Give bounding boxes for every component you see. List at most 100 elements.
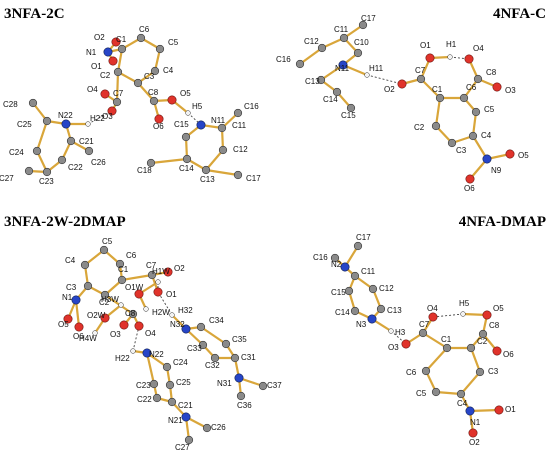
p1-atom-c13 [201,165,211,175]
p1-atom-c7 [112,97,122,107]
p2-atom-c13 [316,75,326,85]
p3-atom-c6 [115,259,125,269]
p3-atom-label-c6: C6 [126,251,137,260]
p3-atom-h3w [118,302,124,308]
p3-atom-label-c24: C24 [173,358,188,367]
p3-atom-c24 [162,362,172,372]
p3-atom-n22 [142,348,152,358]
p3-atom-c5 [99,245,109,255]
p3-atom-o5 [63,314,73,324]
p4-atom-c6 [421,366,431,376]
p2-atom-label-n11: N11 [335,64,350,73]
p3-atom-c23 [149,379,159,389]
p2-atom-c10 [353,48,363,58]
p2-hbond-h1-o4 [449,56,470,60]
p3-atom-h22 [130,348,136,354]
p1-hbond-h5-n11 [187,112,202,126]
p3-atom-label-c3: C3 [66,283,77,292]
p3-atom-n1 [71,295,81,305]
p3-atom-label-c33: C33 [187,344,202,353]
p4-atom-label-o3: O3 [388,343,399,352]
p3-atom-c3 [83,281,93,291]
p3-atom-label-c26: C26 [211,423,226,432]
p2-atom-n9 [482,154,492,164]
p4-atom-label-n2: N2 [331,260,342,269]
p4-atom-c12 [368,284,378,294]
p1-atom-h5 [185,110,191,116]
p1-atom-n22 [61,119,71,129]
p3-atom-c7 [147,270,157,280]
p4-atom-c7 [418,328,428,338]
p2-atom-o4 [464,54,474,64]
p3-atom-c21 [167,397,177,407]
p4-atom-n1 [465,406,475,416]
p1-atom-c5 [155,44,165,54]
p4-atom-label-n3: N3 [356,320,367,329]
p2-atom-c7 [416,74,426,84]
p1-atom-o4 [100,89,110,99]
p2-atom-label-c10: C10 [354,38,369,47]
p1-atom-c16 [233,108,243,118]
p1-atom-label-c14: C14 [179,164,194,173]
p3-atom-c31 [230,353,240,363]
p1-atom-label-c26: C26 [91,158,106,167]
p3-bond-c34-c35 [199,325,228,346]
p2-atom-c4 [468,131,478,141]
p1-bond-c14-c18 [149,157,189,165]
p3-atom-h32 [169,312,175,318]
p1-atom-label-c15: C15 [174,120,189,129]
p1-bond-c24-c25 [35,119,49,153]
p4-bond-c3-c2 [469,346,482,374]
p3-bond-n1-o6 [74,298,81,329]
p4-atom-c14 [350,306,360,316]
p4-atom-label-c3: C3 [488,367,499,376]
p1-atom-label-c24: C24 [9,148,24,157]
p2-atom-h11 [364,72,370,78]
p4-atom-c16 [330,253,340,263]
p3-atom-label-o3: O3 [110,330,121,339]
p4-atom-n2 [340,262,350,272]
p4-atom-label-c15: C15 [331,288,346,297]
p2-atom-c11 [339,33,349,43]
p1-bond-c13-c17 [204,168,240,177]
atom-layer [24,20,515,445]
p1-atom-label-o5: O5 [180,89,191,98]
p2-atom-label-n9: N9 [491,166,502,175]
p2-atom-o2 [397,79,407,89]
p1-atom-label-c22: C22 [68,163,83,172]
p1-atom-o6 [154,114,164,124]
p1-hbond-h22-o3 [87,110,113,125]
p3-atom-c35 [221,339,231,349]
p4-bond-n1-o1 [468,408,501,413]
p3-atom-c25 [165,380,175,390]
panel-title-3nfa-2c: 3NFA-2C [4,6,65,22]
p4-atom-o1 [494,405,504,415]
p4-atom-c4 [456,389,466,399]
p3-atom-label-c4: C4 [65,256,76,265]
p3-atom-c34 [196,322,206,332]
p1-atom-label-h22: H22 [90,114,105,123]
p1-atom-c25 [42,116,52,126]
p3-hbond-h32-o1 [157,291,173,316]
p4-atom-c15 [344,286,354,296]
p3-atom-c4 [80,260,90,270]
p4-bond-c5-c4 [434,390,463,396]
p2-atom-label-c2: C2 [414,123,425,132]
p2-atom-label-o6: O6 [464,184,475,193]
p2-atom-label-c4: C4 [481,131,492,140]
p2-atom-label-c3: C3 [456,146,467,155]
p4-atom-label-c14: C14 [335,308,350,317]
p3-atom-label-h3w: H3W [101,295,119,304]
p4-atom-label-c11: C11 [361,267,376,276]
p2-atom-label-c11: C11 [334,25,349,34]
p3-bond-c23-n22 [145,351,156,386]
p1-atom-c18 [146,158,156,168]
p4-atom-label-o6: O6 [503,350,514,359]
p2-atom-label-o1: O1 [420,41,431,50]
p1-atom-label-o3: O3 [102,112,113,121]
p1-atom-label-c3: C3 [144,72,155,81]
p2-atom-c8 [473,74,483,84]
p4-atom-label-c8: C8 [489,321,500,330]
p4-atom-o2 [468,428,478,438]
